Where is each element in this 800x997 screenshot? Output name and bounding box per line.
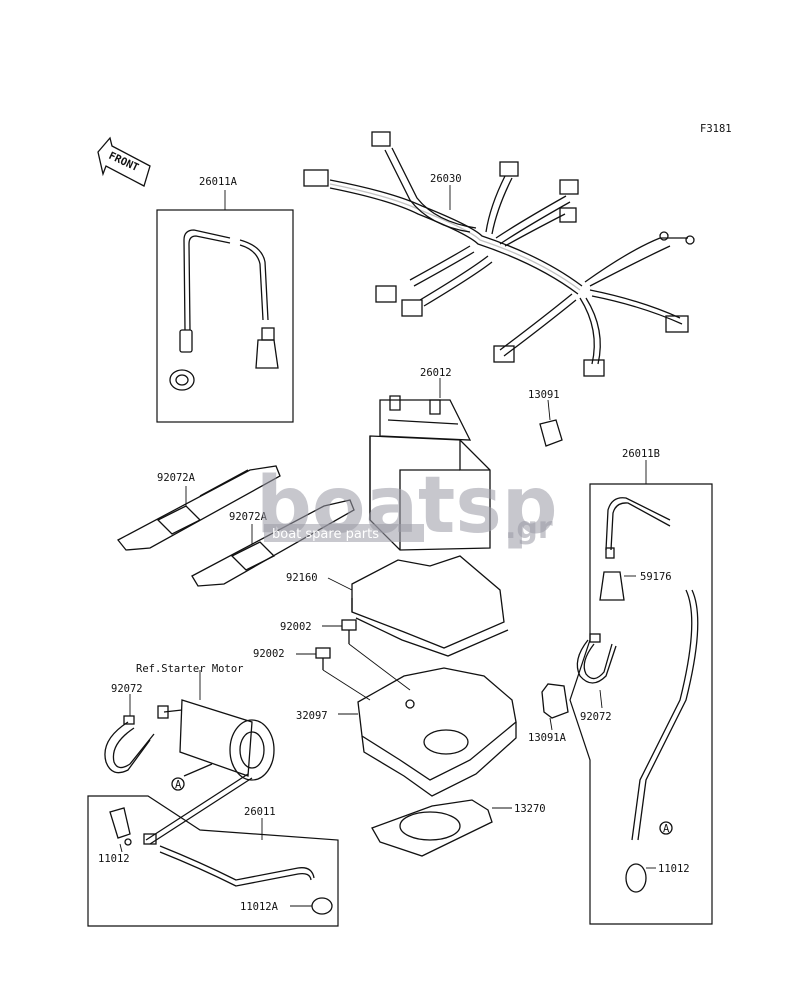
plate-13270 [371, 799, 512, 857]
figure-code: F3181 [700, 123, 732, 135]
label-92072-right: 92072 [580, 711, 612, 723]
label-26012: 26012 [420, 367, 452, 379]
label-59176: 59176 [640, 571, 672, 583]
label-26011B: 26011B [622, 448, 660, 460]
watermark-tagline: boat spare parts [272, 527, 379, 542]
battery-case-32097 [338, 667, 517, 797]
bolt-92002-upper [322, 619, 411, 691]
marker-a-left: A [175, 779, 182, 791]
wiring-harness-26030 [303, 131, 695, 377]
label-92160: 92160 [286, 572, 318, 584]
label-92002-2: 92002 [253, 648, 285, 660]
band-92072-left [104, 694, 155, 774]
bolt-92002-lower [296, 647, 371, 701]
front-label: FRONT [107, 150, 141, 174]
pad-92160 [327, 555, 509, 657]
cable-26011-group [87, 773, 339, 927]
label-11012-left: 11012 [98, 853, 130, 865]
label-32097: 32097 [296, 710, 328, 722]
label-26011: 26011 [244, 806, 276, 818]
label-92002-1: 92002 [280, 621, 312, 633]
grommet-13091A [541, 683, 569, 731]
starter-motor: A [157, 670, 275, 791]
battery-26012 [369, 378, 491, 551]
label-13270: 13270 [514, 803, 546, 815]
label-26011A: 26011A [199, 176, 238, 188]
cable-26011B-group [569, 460, 713, 925]
label-13091: 13091 [528, 389, 560, 401]
strap-92072A-lower [191, 499, 355, 587]
watermark-suffix: .gr [505, 511, 553, 546]
label-13091A: 13091A [528, 732, 567, 744]
watermark-tagline-bar [264, 524, 424, 542]
label-11012-right: 11012 [658, 863, 690, 875]
terminal-11012-right: A [646, 821, 673, 869]
label-92072-left: 92072 [111, 683, 143, 695]
clip-13091 [539, 399, 563, 447]
label-11012A: 11012A [240, 901, 279, 913]
marker-a-right: A [663, 823, 670, 835]
band-92072-right [576, 633, 617, 709]
watermark: boatsp .gr boat spare parts [256, 461, 558, 551]
front-arrow-icon: FRONT [97, 136, 151, 187]
label-92072A-2: 92072A [229, 511, 268, 523]
strap-92072A-upper [117, 465, 281, 551]
label-ref-starter-motor: Ref.Starter Motor [136, 663, 243, 675]
label-26030: 26030 [430, 173, 462, 185]
label-92072A-1: 92072A [157, 472, 196, 484]
cable-26011A-group [156, 190, 294, 423]
